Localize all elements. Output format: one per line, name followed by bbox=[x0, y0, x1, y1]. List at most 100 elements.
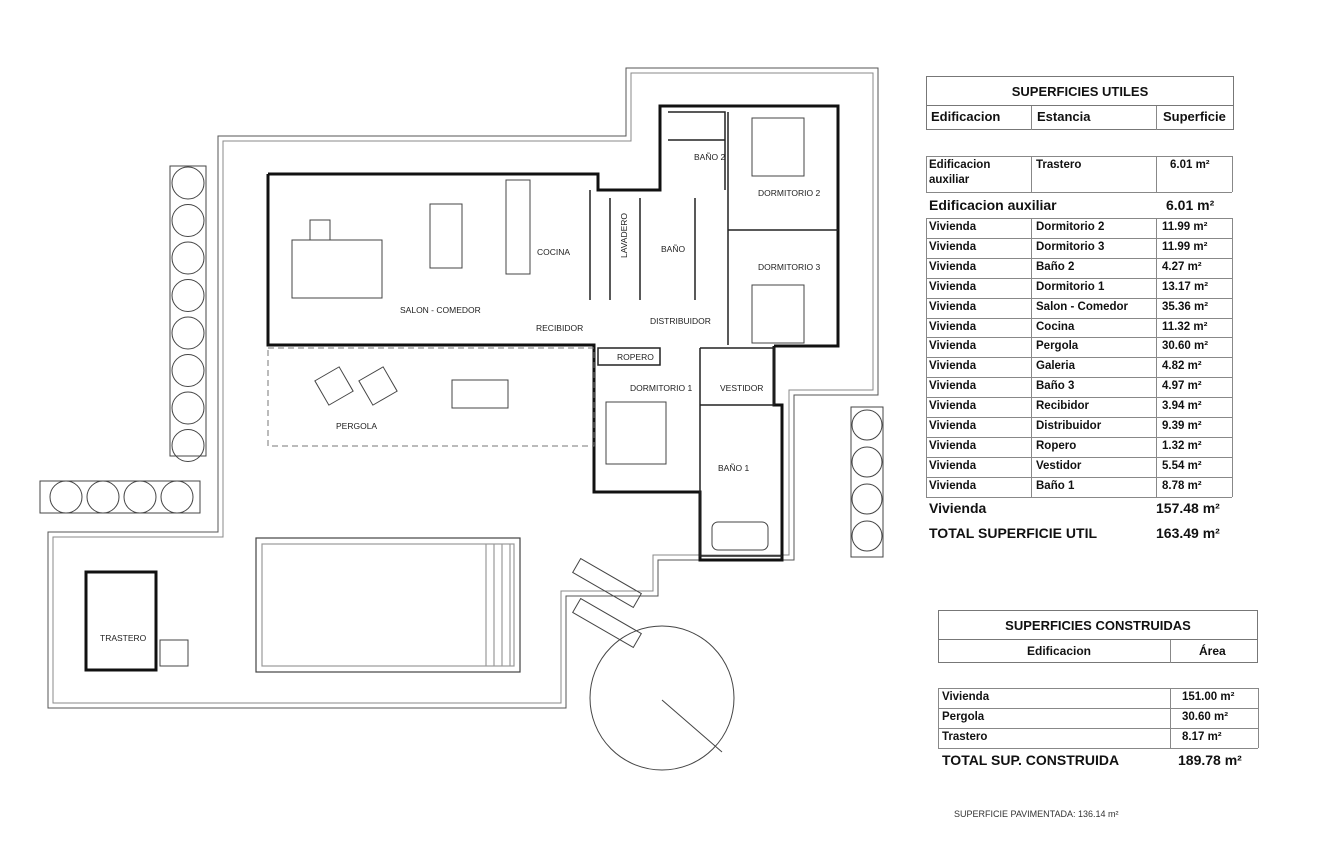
utiles-cell-superficie: 11.99 m² bbox=[1162, 221, 1208, 233]
hedge-planter-bottom bbox=[39, 480, 201, 514]
room-label-lavadero: LAVADERO bbox=[619, 213, 629, 258]
pool bbox=[255, 537, 521, 673]
utiles-cell-superficie: 5.54 m² bbox=[1162, 459, 1202, 472]
utiles-cell-superficie: 13.17 m² bbox=[1162, 280, 1209, 293]
aux-edificacion-line2: auxiliar bbox=[929, 174, 970, 186]
utiles-cell-edificacion: Vivienda bbox=[929, 439, 977, 452]
superficies-utiles-table: SUPERFICIES UTILES Edificacion Estancia … bbox=[926, 76, 1236, 546]
room-label-trastero: TRASTERO bbox=[100, 633, 147, 643]
construidas-title: SUPERFICIES CONSTRUIDAS bbox=[938, 610, 1258, 640]
utiles-table-row: Vivienda Baño 2 4.27 m² bbox=[926, 258, 1234, 278]
hedge-shrub bbox=[851, 483, 883, 515]
trastero-step bbox=[159, 639, 189, 667]
utiles-cell-superficie: 9.39 m² bbox=[1162, 420, 1202, 432]
utiles-cell-estancia: Dormitorio 1 bbox=[1036, 280, 1105, 293]
wall-kitchen bbox=[589, 190, 696, 300]
wall-dorm-divider bbox=[727, 112, 838, 345]
construidas-header-area: Área bbox=[1199, 644, 1226, 658]
utiles-table-row: Vivienda Vestidor 5.54 m² bbox=[926, 457, 1234, 477]
utiles-header-superficie: Superficie bbox=[1163, 109, 1226, 124]
utiles-cell-superficie: 4.27 m² bbox=[1162, 260, 1202, 273]
utiles-cell-superficie: 4.97 m² bbox=[1162, 380, 1202, 393]
wall-bathroom1 bbox=[699, 492, 782, 557]
kitchen-island bbox=[505, 179, 531, 275]
utiles-cell-edificacion: Vivienda bbox=[929, 420, 977, 432]
room-label-bano1: BAÑO 1 bbox=[718, 463, 749, 473]
sundial-line bbox=[661, 699, 723, 753]
room-label-pergola: PERGOLA bbox=[336, 421, 377, 431]
utiles-cell-estancia: Vestidor bbox=[1036, 459, 1082, 472]
dining-table bbox=[429, 203, 463, 269]
sun-lounger-1 bbox=[572, 557, 642, 609]
utiles-header-row: Edificacion Estancia Superficie bbox=[926, 106, 1234, 130]
utiles-cell-edificacion: Vivienda bbox=[929, 240, 977, 253]
vivienda-total-value: 157.48 m² bbox=[1156, 500, 1220, 516]
room-label-ropero: ROPERO bbox=[617, 352, 654, 362]
hedge-shrub bbox=[160, 480, 194, 514]
utiles-cell-estancia: Recibidor bbox=[1036, 400, 1090, 413]
utiles-cell-superficie: 11.32 m² bbox=[1162, 320, 1208, 333]
utiles-cell-estancia: Dormitorio 3 bbox=[1036, 240, 1105, 253]
hedge-shrub bbox=[171, 166, 205, 200]
pool-inner bbox=[261, 543, 515, 667]
terrace-outline bbox=[47, 67, 879, 709]
superficie-pavimentada-note: SUPERFICIE PAVIMENTADA: 136.14 m² bbox=[954, 809, 1119, 819]
utiles-table-row: Vivienda Recibidor 3.94 m² bbox=[926, 397, 1234, 417]
utiles-cell-superficie: 11.99 m² bbox=[1162, 240, 1208, 253]
hedge-shrub bbox=[851, 409, 883, 441]
utiles-cell-edificacion: Vivienda bbox=[929, 459, 977, 472]
sun-lounger-2 bbox=[572, 597, 642, 649]
hedge-planter-left bbox=[169, 165, 207, 457]
utiles-cell-superficie: 30.60 m² bbox=[1162, 340, 1209, 353]
utiles-cell-estancia: Baño 2 bbox=[1036, 260, 1075, 273]
bed-dorm3 bbox=[751, 284, 805, 344]
house-wall-lower bbox=[266, 174, 784, 562]
utiles-cell-superficie: 4.82 m² bbox=[1162, 360, 1202, 373]
construidas-cell-edificacion: Vivienda bbox=[942, 691, 990, 703]
hedge-shrub bbox=[171, 316, 205, 350]
utiles-aux-row: Edificacion auxiliar Trastero 6.01 m² bbox=[926, 158, 1234, 192]
hedge-shrub bbox=[171, 354, 205, 387]
utiles-cell-estancia: Baño 3 bbox=[1036, 380, 1075, 393]
construidas-cell-area: 30.60 m² bbox=[1182, 711, 1229, 723]
construidas-total-value: 189.78 m² bbox=[1178, 752, 1242, 768]
bathtub bbox=[711, 521, 769, 551]
hedge-shrub bbox=[851, 446, 883, 478]
utiles-cell-estancia: Salon - Comedor bbox=[1036, 300, 1129, 313]
hedge-shrub bbox=[123, 480, 157, 514]
utiles-cell-estancia: Dormitorio 2 bbox=[1036, 221, 1105, 233]
room-label-cocina: COCINA bbox=[537, 247, 570, 257]
terrace-outline-inner bbox=[52, 72, 874, 704]
hedge-planter-right bbox=[850, 406, 884, 558]
wall-vestidor bbox=[699, 347, 775, 492]
aux-superficie: 6.01 m² bbox=[1170, 159, 1210, 171]
utiles-cell-edificacion: Vivienda bbox=[929, 260, 977, 273]
bed-dorm1 bbox=[605, 401, 667, 465]
pergola-area bbox=[267, 347, 595, 447]
hedge-shrub bbox=[851, 520, 883, 552]
room-label-recibidor: RECIBIDOR bbox=[536, 323, 583, 333]
aux-estancia: Trastero bbox=[1036, 159, 1082, 171]
utiles-table-row: Vivienda Dormitorio 3 11.99 m² bbox=[926, 238, 1234, 258]
coffee-table bbox=[309, 219, 331, 241]
circular-garden bbox=[589, 625, 735, 771]
wall-bano2 bbox=[668, 111, 726, 190]
room-label-vestidor: VESTIDOR bbox=[720, 383, 763, 393]
utiles-cell-edificacion: Vivienda bbox=[929, 400, 977, 413]
utiles-cell-edificacion: Vivienda bbox=[929, 479, 977, 492]
vivienda-total-label: Vivienda bbox=[929, 500, 987, 516]
superficies-construidas-table: SUPERFICIES CONSTRUIDAS Edificacion Área… bbox=[938, 610, 1260, 780]
room-label-bano: BAÑO bbox=[661, 244, 685, 254]
utiles-cell-superficie: 3.94 m² bbox=[1162, 400, 1202, 413]
utiles-cell-superficie: 8.78 m² bbox=[1162, 479, 1202, 492]
utiles-cell-estancia: Ropero bbox=[1036, 439, 1077, 452]
utiles-cell-estancia: Pergola bbox=[1036, 340, 1079, 353]
lounger-1 bbox=[314, 366, 354, 406]
hedge-shrub bbox=[86, 480, 120, 514]
